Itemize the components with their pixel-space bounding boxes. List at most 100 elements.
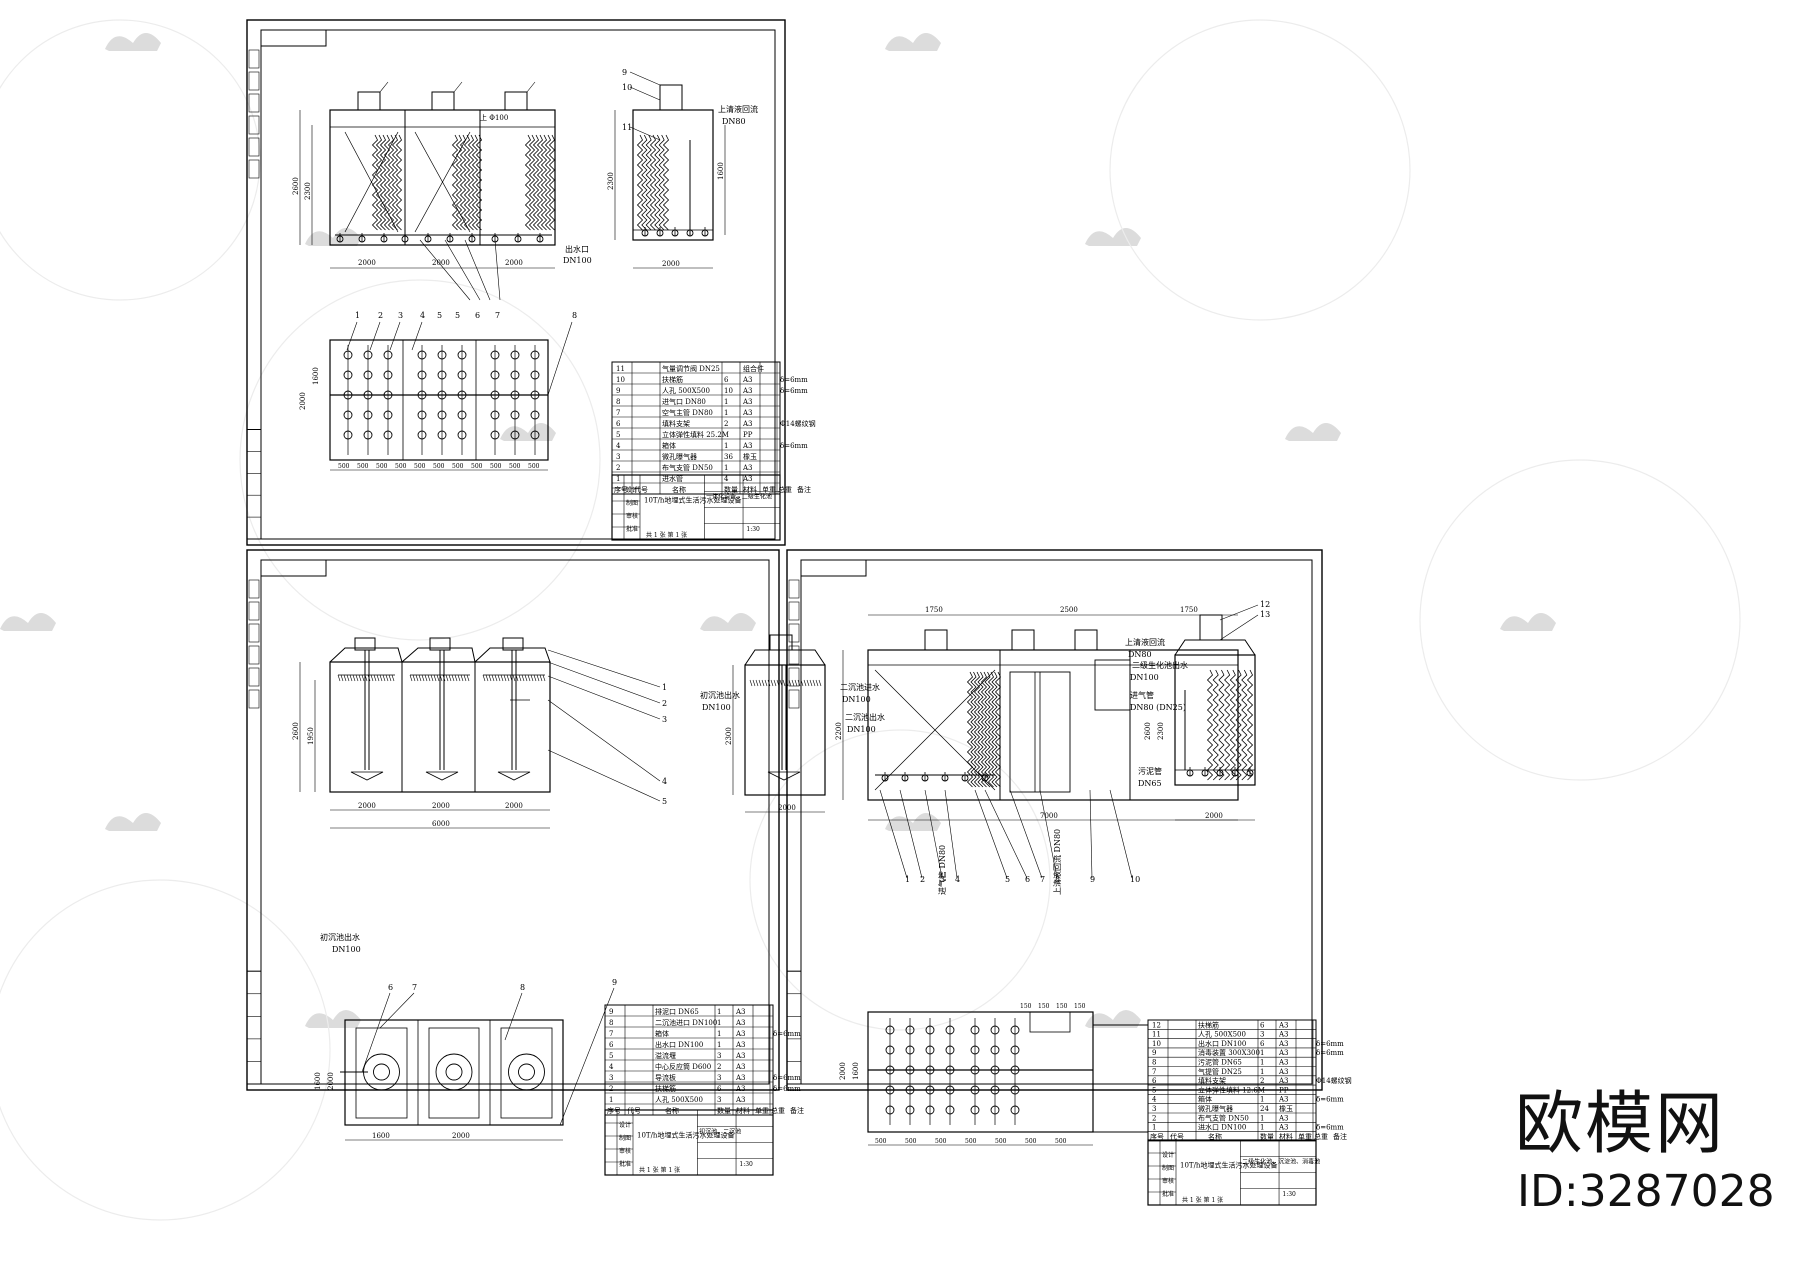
tb-row-label: 批准 xyxy=(626,525,638,533)
margin-cell xyxy=(248,667,260,687)
plan-diffuser xyxy=(925,1025,935,1035)
callout-number: 1 xyxy=(905,875,910,884)
plan-weir-box xyxy=(355,1027,408,1119)
return-dn-label: DN80 xyxy=(1128,650,1152,659)
plan-settling-box xyxy=(1029,1011,1071,1033)
plan-diffuser xyxy=(510,390,520,400)
inlet2-label: 二沉池进水 xyxy=(840,682,880,692)
manhole-nozzle xyxy=(924,629,948,651)
plan-diffuser xyxy=(510,350,520,360)
pipe-note: 上 Φ100 xyxy=(480,113,508,122)
plan-diffuser xyxy=(1010,1105,1020,1115)
plan-diffuser xyxy=(457,350,467,360)
dim-text: 2000 xyxy=(432,802,450,810)
dim-text: 500 xyxy=(490,463,502,470)
callout-number: 3 xyxy=(662,715,667,724)
weir-hatch xyxy=(391,674,395,682)
manhole-nozzle xyxy=(1074,629,1098,651)
callout-number: 11 xyxy=(622,123,632,132)
watermark-mark xyxy=(885,33,941,51)
plan-diffuser xyxy=(945,1105,955,1115)
bom-material: A3 xyxy=(1278,1049,1289,1057)
bom-name: 出水口 DN100 xyxy=(1198,1039,1246,1048)
plan-diffuser xyxy=(990,1085,1000,1095)
sheet-outer-frame xyxy=(786,549,1323,1091)
dim-text: 500 xyxy=(528,463,540,470)
title-block: 设计制图审核批准10T/h地埋式生活污水处理设备二级生化池、沉淀池、消毒池1:3… xyxy=(1147,1139,1320,1206)
sludge-label: 污泥管 xyxy=(1138,766,1162,776)
plan-diffuser xyxy=(363,390,373,400)
dim-text: 500 xyxy=(935,1138,947,1145)
bom-note: δ=6mm xyxy=(1316,1049,1344,1057)
bom-qty: 3 xyxy=(717,1052,721,1060)
filler-strand xyxy=(1235,669,1242,781)
tb-row-label: 审核 xyxy=(626,512,638,520)
plan-diffuser xyxy=(363,370,373,380)
tb-scale: 1:30 xyxy=(739,1161,753,1168)
bom-material: A3 xyxy=(1278,1077,1289,1085)
bom-header-cell: 总重 xyxy=(778,485,792,494)
plan-diffuser xyxy=(437,350,447,360)
callout-leader xyxy=(547,649,661,688)
weir-hatch xyxy=(460,674,464,682)
callout-leader xyxy=(389,321,401,351)
plan-diffuser xyxy=(530,410,540,420)
callout-leader xyxy=(1039,789,1058,879)
dim-text: 7000 xyxy=(1040,812,1058,820)
dim-text: 2300 xyxy=(304,182,312,200)
plan-diffuser xyxy=(343,390,353,400)
weir-hatch xyxy=(358,674,362,682)
leader-line xyxy=(379,81,389,93)
bom-note: δ=6mm xyxy=(1316,1124,1344,1132)
tb-row-label: 制图 xyxy=(1162,1164,1174,1172)
sheet-inner-frame xyxy=(260,559,770,1085)
tb-scale: 1:30 xyxy=(746,526,760,533)
weir-hatch xyxy=(349,674,353,682)
dim-text: 2000 xyxy=(505,259,523,267)
plan-annex xyxy=(1092,1024,1149,1133)
bom-material: A3 xyxy=(742,398,753,406)
plan-diffuser xyxy=(363,350,373,360)
bom-qty: 2 xyxy=(1260,1077,1264,1085)
dim-text: 500 xyxy=(452,463,464,470)
diagonal-cross xyxy=(344,131,399,233)
bom-qty: 1 xyxy=(1260,1059,1264,1067)
filler-strand xyxy=(1224,669,1231,781)
bom-name: 进水管 xyxy=(662,474,683,483)
bom-note: δ=6mm xyxy=(1316,1040,1344,1048)
filler-strand xyxy=(540,134,548,231)
callout-number: 5 xyxy=(1005,875,1010,884)
outlet-label: 初沉池出水 xyxy=(700,690,740,700)
brand-logo-text: 欧模网 xyxy=(1515,1085,1726,1164)
plan-diffuser xyxy=(490,390,500,400)
bom-header-cell: 备注 xyxy=(1333,1132,1347,1141)
return-label: 上清液回流 xyxy=(718,104,758,114)
bom-header-cell: 代号 xyxy=(1170,1132,1184,1141)
weir-hatch xyxy=(524,674,528,682)
plan-diffuser xyxy=(1010,1065,1020,1075)
bom-material: A3 xyxy=(1278,1040,1289,1048)
tb-row-label: 制图 xyxy=(626,499,638,507)
side-table-frame xyxy=(246,970,262,1085)
plan-diffuser xyxy=(530,430,540,440)
filler-strand xyxy=(391,134,399,231)
callout-number: 9 xyxy=(612,978,617,987)
plan-diffuser xyxy=(363,410,373,420)
bom-material: A3 xyxy=(742,464,753,472)
bom-note: δ=6mm xyxy=(780,376,808,384)
plan-diffuser xyxy=(885,1025,895,1035)
plan-diffuser xyxy=(510,370,520,380)
inlet-dn-label: DN100 xyxy=(1130,673,1159,682)
watermark-mark xyxy=(885,813,941,831)
weir-hatch xyxy=(527,674,531,682)
watermark-sofa-icon xyxy=(1085,1010,1141,1028)
plan-diffuser xyxy=(925,1085,935,1095)
weir-hatch xyxy=(415,674,419,682)
bom-qty: 1 xyxy=(1260,1068,1264,1076)
plan-diffuser xyxy=(925,1065,935,1075)
callout-leader xyxy=(629,126,661,141)
